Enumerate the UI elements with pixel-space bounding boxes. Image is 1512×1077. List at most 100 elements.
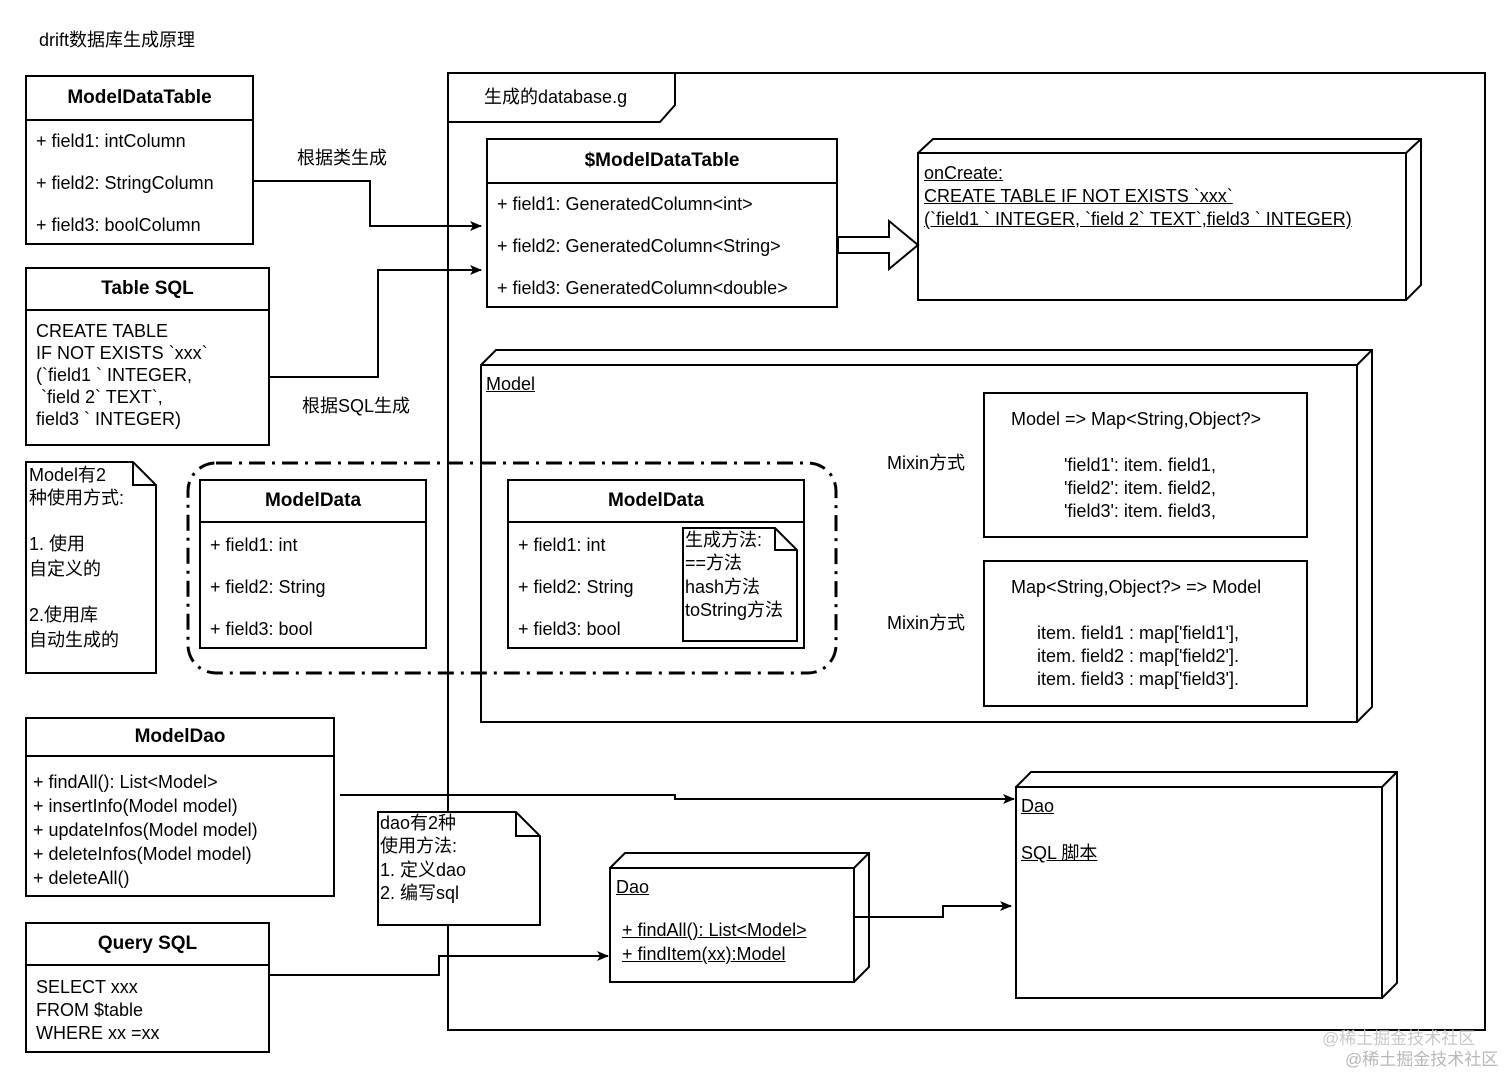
dao-method: + updateInfos(Model model) [33, 820, 258, 840]
note-gen: 生成方法: ==方法 hash方法 toString方法 [685, 529, 783, 622]
model-node-label: Model [486, 374, 536, 394]
sql-line: FROM $table [36, 1000, 144, 1020]
note-line: dao有2种 [380, 813, 457, 833]
class-field: + field2: StringColumn [36, 173, 214, 193]
class-field: + field2: GeneratedColumn<String> [497, 236, 781, 256]
note-line: toString方法 [685, 600, 784, 620]
class-field: + field1: intColumn [36, 131, 186, 151]
dao-small-methods: + findAll(): List<Model> + findItem(xx):… [622, 918, 807, 966]
sql-line: `field 2` TEXT`, [36, 387, 163, 407]
watermark: @稀土掘金技术社区 [1345, 1050, 1499, 1069]
model-dao-class: ModelDao + findAll(): List<Model> + inse… [25, 717, 335, 897]
note-line: 生成方法: [685, 530, 763, 550]
arrow-sql-to-gen [269, 265, 482, 378]
modeldata-group [186, 461, 838, 675]
class-field: + field1: GeneratedColumn<int> [497, 194, 753, 214]
note-line [29, 581, 124, 604]
dao-method: + deleteInfos(Model model) [33, 844, 252, 864]
dao-method: + deleteAll() [33, 868, 130, 888]
model-data-table-class: ModelDataTable + field1: intColumn + fie… [25, 75, 254, 245]
arrow-query-to-daosmall [269, 951, 609, 976]
to-map-box: Model => Map<String,Object?> 'field1': i… [983, 392, 1308, 538]
dao-small-method: + findItem(xx):Model [622, 944, 786, 964]
class-header: $ModelDataTable [488, 140, 836, 184]
from-map-title: Map<String,Object?> => Model [1011, 577, 1262, 597]
from-map-line: item. field2 : map['field2']. [1037, 646, 1239, 666]
model-data-left-class: ModelData + field1: int + field2: String… [199, 479, 427, 649]
label-by-sql: 根据SQL生成 [302, 396, 411, 416]
class-field: + field3: bool [210, 619, 313, 639]
sql-line: (`field1 ` INTEGER, [36, 365, 193, 385]
note-line [29, 510, 124, 533]
mixin-label-1: Mixin方式 [887, 453, 966, 473]
class-header: Table SQL [27, 269, 268, 311]
note-line: 2. 编写sql [380, 883, 460, 903]
oncreate-line: CREATE TABLE IF NOT EXISTS `xxx` [924, 186, 1233, 206]
sql-line: CREATE TABLE [36, 321, 169, 341]
dao-method: + findAll(): List<Model> [33, 772, 218, 792]
note-line: 1. 使用 [29, 534, 86, 554]
note-model: Model有2 种使用方式: 1. 使用 自定义的 2.使用库 自动生成的 [29, 464, 124, 652]
class-header: ModelData [201, 481, 425, 523]
oncreate-node [917, 138, 1422, 301]
to-map-title: Model => Map<String,Object?> [1011, 409, 1262, 429]
class-header: ModelData [509, 481, 803, 523]
dao-small-method: + findAll(): List<Model> [622, 920, 807, 940]
dao-big-sub: SQL 脚本 [1021, 843, 1098, 863]
class-field: + field3: bool [518, 619, 621, 639]
sql-line: IF NOT EXISTS `xxx` [36, 343, 208, 363]
note-line: ==方法 [685, 553, 743, 573]
note-line: 使用方法: [380, 836, 458, 856]
class-field: + field2: String [210, 577, 326, 597]
arrow-dao-to-daobig [340, 794, 1015, 804]
label-by-class: 根据类生成 [297, 148, 387, 168]
note-line: Model有2 [29, 465, 107, 485]
diagram-title: drift数据库生成原理 [39, 30, 196, 50]
database-frame [447, 72, 1486, 1031]
note-line: 1. 定义dao [380, 860, 467, 880]
arrow-gen-to-oncreate [837, 218, 920, 272]
dao-small-node [609, 852, 870, 983]
note-line: 种使用方式: [29, 488, 125, 508]
note-dao-shape [377, 811, 541, 926]
dao-big-node [1015, 771, 1398, 999]
oncreate-text: onCreate: CREATE TABLE IF NOT EXISTS `xx… [924, 162, 1352, 231]
arrow-class-to-gen [253, 180, 482, 231]
class-field: + field1: int [210, 535, 298, 555]
to-map-line: 'field2': item. field2, [1064, 478, 1216, 498]
note-line: 自动生成的 [29, 630, 119, 650]
dao-big-label: Dao [1021, 796, 1055, 816]
class-field: + field3: GeneratedColumn<double> [497, 278, 788, 298]
class-header: ModelDataTable [27, 77, 252, 121]
frame-label: 生成的database.g [484, 87, 628, 107]
to-map-line: 'field3': item. field3, [1064, 501, 1216, 521]
from-map-box: Map<String,Object?> => Model item. field… [983, 560, 1308, 707]
class-header: Query SQL [27, 924, 268, 966]
table-sql-class: Table SQL CREATE TABLE IF NOT EXISTS `xx… [25, 267, 270, 446]
class-field: + field1: int [518, 535, 606, 555]
watermark: @稀土掘金技术社区 [1322, 1029, 1476, 1048]
oncreate-line: onCreate: [924, 163, 1004, 183]
gen-table-class: $ModelDataTable + field1: GeneratedColum… [486, 138, 838, 308]
note-line: hash方法 [685, 577, 761, 597]
sql-line: WHERE xx =xx [36, 1023, 160, 1043]
to-map-line: 'field1': item. field1, [1064, 455, 1216, 475]
sql-line: SELECT xxx [36, 977, 138, 997]
note-model-shape [25, 461, 157, 674]
oncreate-line: (`field1 ` INTEGER, `field 2` TEXT`,fiel… [924, 209, 1352, 229]
dao-method: + insertInfo(Model model) [33, 796, 238, 816]
note-line: 2.使用库 [29, 605, 99, 625]
from-map-line: item. field3 : map['field3']. [1037, 669, 1239, 689]
arrow-daosmall-to-daobig [854, 901, 1012, 918]
class-header: ModelDao [27, 719, 333, 757]
from-map-line: item. field1 : map['field1'], [1037, 623, 1239, 643]
sql-line: field3 ` INTEGER) [36, 409, 182, 429]
class-field: + field3: boolColumn [36, 215, 201, 235]
query-sql-class: Query SQL SELECT xxx FROM $table WHERE x… [25, 922, 270, 1053]
mixin-label-2: Mixin方式 [887, 613, 966, 633]
frame-label-tab [448, 73, 676, 123]
class-field: + field2: String [518, 577, 634, 597]
dao-small-label: Dao [616, 877, 650, 897]
note-line: 自定义的 [29, 559, 101, 579]
note-dao: dao有2种 使用方法: 1. 定义dao 2. 编写sql [380, 812, 466, 905]
